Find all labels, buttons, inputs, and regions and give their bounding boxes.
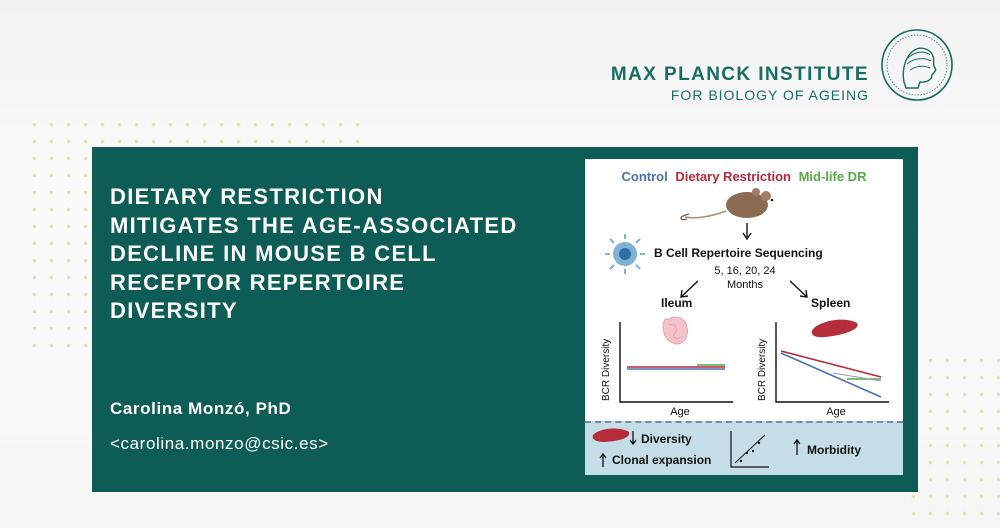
x-axis-label-left: Age (670, 406, 690, 418)
decorative-dot-grid-right (905, 352, 1000, 528)
title-line: DECLINE IN MOUSE B CELL (110, 241, 437, 266)
y-axis-label-right: BCR Diversity (757, 338, 768, 401)
y-axis-label-left: BCR Diversity (601, 338, 612, 401)
arrow-up-icon (793, 438, 801, 455)
ileum-icon (662, 316, 688, 345)
b-cell-icon (605, 234, 645, 274)
mouse-icon (680, 188, 774, 221)
tissue-ileum-label: Ileum (661, 296, 693, 310)
legend-midlife-dr: Mid-life DR (798, 169, 867, 184)
title-line: DIETARY RESTRICTION (110, 184, 384, 209)
institute-name: MAX PLANCK INSTITUTE FOR BIOLOGY OF AGEI… (611, 64, 869, 103)
outcomes-band: Diversity Clonal expansion Morbidity (585, 421, 903, 475)
slide-title: DIETARY RESTRICTION MITIGATES THE AGE-AS… (110, 183, 580, 326)
slide-panel: DIETARY RESTRICTION MITIGATES THE AGE-AS… (92, 147, 918, 492)
diversity-label: Diversity (641, 432, 692, 446)
ileum-diversity-plot (619, 322, 733, 403)
spleen-icon (592, 428, 630, 442)
sequencing-label: B Cell Repertoire Sequencing (654, 246, 823, 260)
legend-dietary-restriction: Dietary Restriction (675, 169, 791, 184)
title-line: RECEPTOR REPERTOIRE (110, 269, 406, 295)
author-email: <carolina.monzo@csic.es> (110, 434, 329, 453)
author-name: Carolina Monzó, PhD (110, 399, 292, 418)
clonal-expansion-label: Clonal expansion (612, 453, 712, 467)
scatter-icon (730, 431, 769, 468)
arrow-down-icon (629, 431, 637, 446)
institute-name-line1: MAX PLANCK INSTITUTE (610, 64, 869, 85)
graphical-abstract: Control Dietary Restriction Mid-life DR (585, 159, 903, 475)
figure-legend: Control Dietary Restriction Mid-life DR (585, 169, 903, 184)
tissue-spleen-label: Spleen (811, 296, 851, 310)
spleen-icon (811, 319, 858, 338)
morbidity-label: Morbidity (807, 443, 861, 457)
spleen-diversity-plot (775, 322, 889, 403)
minerva-seal-icon (881, 29, 953, 101)
arrow-up-icon (599, 452, 607, 467)
timepoints-label: 5, 16, 20, 24 (714, 265, 776, 277)
figure-drawing (605, 188, 889, 403)
title-line: DIVERSITY (110, 298, 238, 323)
legend-control: Control (621, 169, 668, 184)
institute-name-line2: FOR BIOLOGY OF AGEING (670, 87, 869, 103)
timepoints-unit: Months (726, 279, 764, 291)
x-axis-label-right: Age (826, 406, 846, 418)
outcomes-drawing (592, 428, 801, 468)
title-line: MITIGATES THE AGE-ASSOCIATED (110, 212, 518, 238)
